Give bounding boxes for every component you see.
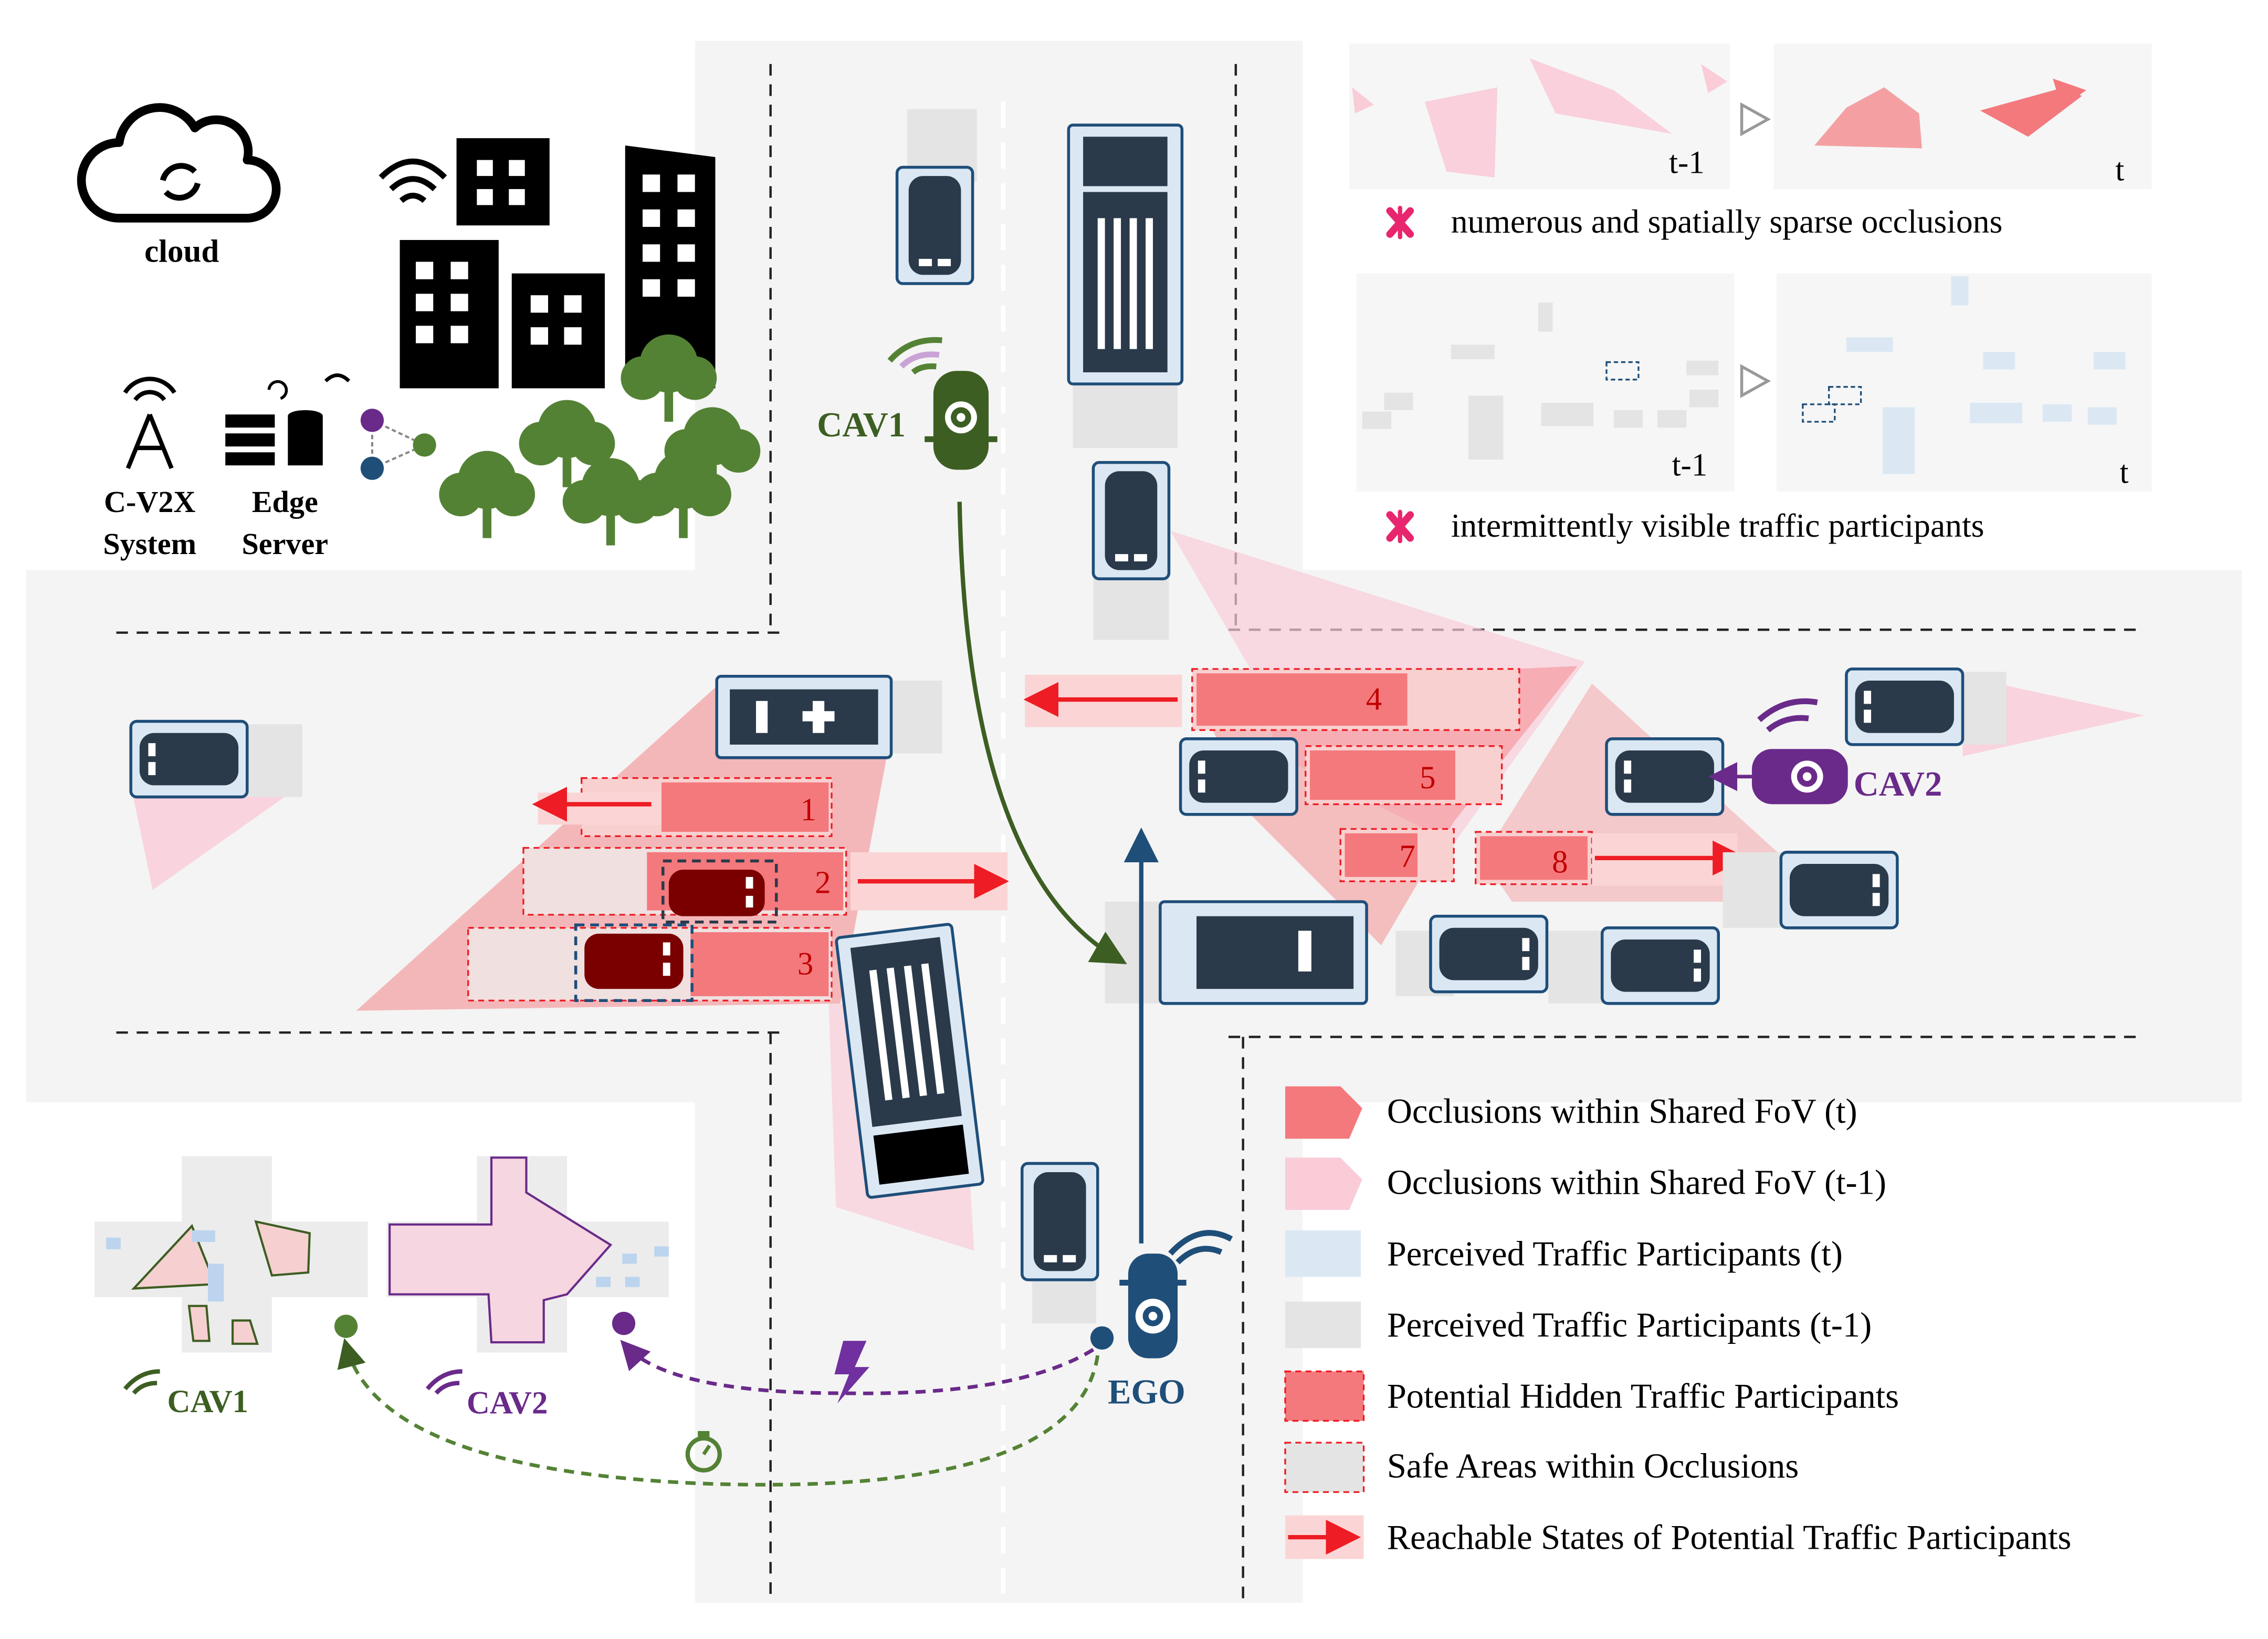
lightning-icon xyxy=(834,1341,869,1404)
vehicle xyxy=(1602,928,1719,1004)
legend-item: Occlusions within Shared FoV (t-1) xyxy=(1285,1157,1886,1210)
warning-icon xyxy=(1386,509,1414,544)
legend: Occlusions within Shared FoV (t) Occlusi… xyxy=(1284,1086,2072,1559)
hidden-region-label: 1 xyxy=(800,792,816,828)
infrastructure: cloud xyxy=(77,103,761,561)
ego-vehicle: EGO xyxy=(1108,1230,1233,1411)
cloud-icon xyxy=(77,103,281,223)
vehicle xyxy=(1606,739,1723,815)
wifi-icon xyxy=(379,159,447,203)
edge-label-line2: Server xyxy=(242,527,328,561)
legend-item: Occlusions within Shared FoV (t) xyxy=(1285,1086,1857,1139)
reachable-state-arrows xyxy=(532,674,1748,911)
cloud-label: cloud xyxy=(144,234,219,269)
legend-item: Potential Hidden Traffic Participants xyxy=(1284,1370,1899,1422)
legend-label: Perceived Traffic Participants (t) xyxy=(1387,1235,1843,1273)
time-label-prev: t-1 xyxy=(1672,448,1708,483)
legend-item: Safe Areas within Occlusions xyxy=(1284,1442,1799,1493)
legend-label: Perceived Traffic Participants (t-1) xyxy=(1387,1306,1872,1344)
vehicle xyxy=(131,722,247,797)
legend-label: Occlusions within Shared FoV (t-1) xyxy=(1387,1164,1886,1202)
legend-label: Reachable States of Potential Traffic Pa… xyxy=(1387,1518,2072,1557)
legend-label: Occlusions within Shared FoV (t) xyxy=(1387,1092,1857,1131)
cav2-map-label: CAV2 xyxy=(467,1386,548,1421)
antenna-tower-icon xyxy=(123,377,176,469)
warning-icon xyxy=(1386,205,1414,239)
legend-label: Safe Areas within Occlusions xyxy=(1387,1447,1799,1486)
vehicle xyxy=(897,168,973,284)
hidden-region-label: 5 xyxy=(1420,760,1435,796)
hidden-region-label: 7 xyxy=(1399,839,1415,874)
time-label-prev: t-1 xyxy=(1669,145,1705,181)
ambulance xyxy=(715,674,893,759)
challenge-panel: t-1 t numerous and spatially sparse occl… xyxy=(1349,44,2152,544)
cav2-label: CAV2 xyxy=(1854,765,1942,803)
vehicle xyxy=(1431,916,1547,992)
hidden-region-label: 3 xyxy=(797,946,813,982)
shared-maps: CAV1 CAV2 xyxy=(94,1156,1114,1487)
hidden-vehicle xyxy=(662,859,778,924)
cav2-vehicle: CAV2 xyxy=(1708,698,1942,805)
vehicle xyxy=(1022,1163,1098,1280)
legend-item: Perceived Traffic Participants (t-1) xyxy=(1285,1301,1872,1349)
vehicle xyxy=(1181,739,1297,815)
vehicle xyxy=(1846,669,1963,745)
time-label-curr: t xyxy=(2120,455,2129,490)
buildings-icon xyxy=(400,138,716,389)
network-graph-icon xyxy=(360,409,436,480)
ego-label: EGO xyxy=(1108,1373,1185,1411)
cav1-vehicle: CAV1 xyxy=(817,337,998,470)
vehicles xyxy=(131,123,1963,1280)
edge-label-line1: Edge xyxy=(252,485,318,519)
vehicle xyxy=(1781,852,1897,928)
cav1-label: CAV1 xyxy=(817,406,906,444)
server-icon xyxy=(225,373,351,466)
hidden-vehicle xyxy=(574,923,694,1003)
stopwatch-icon xyxy=(685,1431,722,1473)
time-label-curr: t xyxy=(2115,152,2124,187)
vehicle xyxy=(1093,463,1169,579)
bus xyxy=(835,923,984,1199)
truck xyxy=(1067,123,1184,385)
hidden-region-label: 8 xyxy=(1552,845,1568,880)
cav1-map-label: CAV1 xyxy=(167,1384,248,1419)
legend-item: Reachable States of Potential Traffic Pa… xyxy=(1285,1515,2072,1559)
cv2x-label-line1: C-V2X xyxy=(104,485,195,519)
cv2x-label-line2: System xyxy=(103,527,196,561)
hidden-region-label: 2 xyxy=(815,865,831,900)
legend-label: Potential Hidden Traffic Participants xyxy=(1387,1377,1899,1416)
legend-item: Perceived Traffic Participants (t) xyxy=(1285,1230,1843,1277)
occlusion-caption: numerous and spatially sparse occlusions xyxy=(1451,203,2003,240)
hidden-region-label: 4 xyxy=(1366,682,1382,717)
participant-caption: intermittently visible traffic participa… xyxy=(1451,507,1984,544)
planned-paths xyxy=(957,502,1159,1244)
suv xyxy=(1159,900,1368,1005)
